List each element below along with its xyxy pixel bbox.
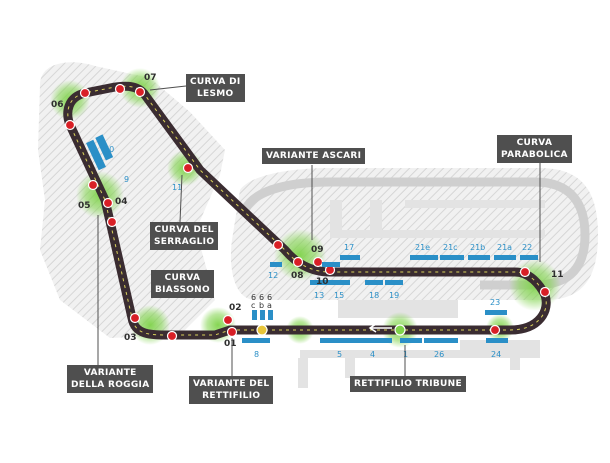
stand-12: 12 (268, 271, 278, 280)
start-marker (256, 324, 268, 336)
stand-21a: 21a (497, 243, 512, 252)
stand-26: 26 (434, 350, 444, 359)
turn-10: 10 (316, 277, 329, 287)
stand-6-a-num: 6 (251, 293, 256, 302)
direction-arrow (368, 323, 392, 333)
label-variante-roggia: VARIANTE DELLA ROGGIA (67, 365, 154, 393)
stand-8: 8 (254, 350, 259, 359)
park-area-west (38, 62, 225, 338)
stand-6-c-num: 6 (267, 293, 272, 302)
label-curva-serraglio: CURVA DEL SERRAGLIO (150, 222, 219, 250)
stand-1: 1 (403, 350, 408, 359)
stand-19: 19 (389, 291, 399, 300)
stand-24: 24 (491, 350, 501, 359)
stand-21e: 21e (415, 243, 430, 252)
red-markers (64, 83, 551, 342)
turn-06: 06 (51, 100, 64, 110)
turn-03: 03 (124, 333, 137, 343)
turn-11: 11 (551, 270, 564, 280)
stand-4: 4 (370, 350, 375, 359)
turn-04: 04 (115, 197, 128, 207)
stand-6b: b (259, 301, 264, 310)
turn-09: 09 (311, 245, 324, 255)
stand-22: 22 (522, 243, 532, 252)
stand-5: 5 (337, 350, 342, 359)
stand-9: 9 (124, 175, 129, 184)
stand-23: 23 (490, 298, 500, 307)
turn-05: 05 (78, 201, 91, 211)
label-rettifilio-tribune: RETTIFILIO TRIBUNE (350, 376, 466, 392)
stand-15: 15 (334, 291, 344, 300)
label-curva-lesmo: CURVA DI LESMO (186, 74, 245, 102)
label-curva-biassono: CURVA BIASSONO (151, 270, 214, 298)
oval-track (240, 177, 590, 290)
turn-08: 08 (291, 271, 304, 281)
label-curva-parabolica: CURVA PARABOLICA (497, 135, 572, 163)
stand-21b: 21b (470, 243, 485, 252)
grandstands (86, 134, 538, 343)
finish-marker (394, 324, 406, 336)
turn-02: 02 (229, 303, 242, 313)
stand-21c: 21c (443, 243, 458, 252)
stand-6c: c (251, 301, 255, 310)
stand-13: 13 (314, 291, 324, 300)
stand-6a: a (267, 301, 272, 310)
label-variante-ascari: VARIANTE ASCARI (262, 148, 366, 164)
turn-07: 07 (144, 73, 157, 83)
paddock-buildings (298, 200, 545, 388)
label-variante-rettifilio: VARIANTE DEL RETTIFILIO (189, 376, 274, 404)
stand-6-b-num: 6 (259, 293, 264, 302)
leader-lines (97, 85, 541, 376)
stand-11: 11 (172, 183, 182, 192)
stand-17: 17 (344, 243, 354, 252)
stand-18: 18 (369, 291, 379, 300)
stand-10: 10 (104, 145, 114, 154)
turn-01: 01 (224, 339, 237, 349)
